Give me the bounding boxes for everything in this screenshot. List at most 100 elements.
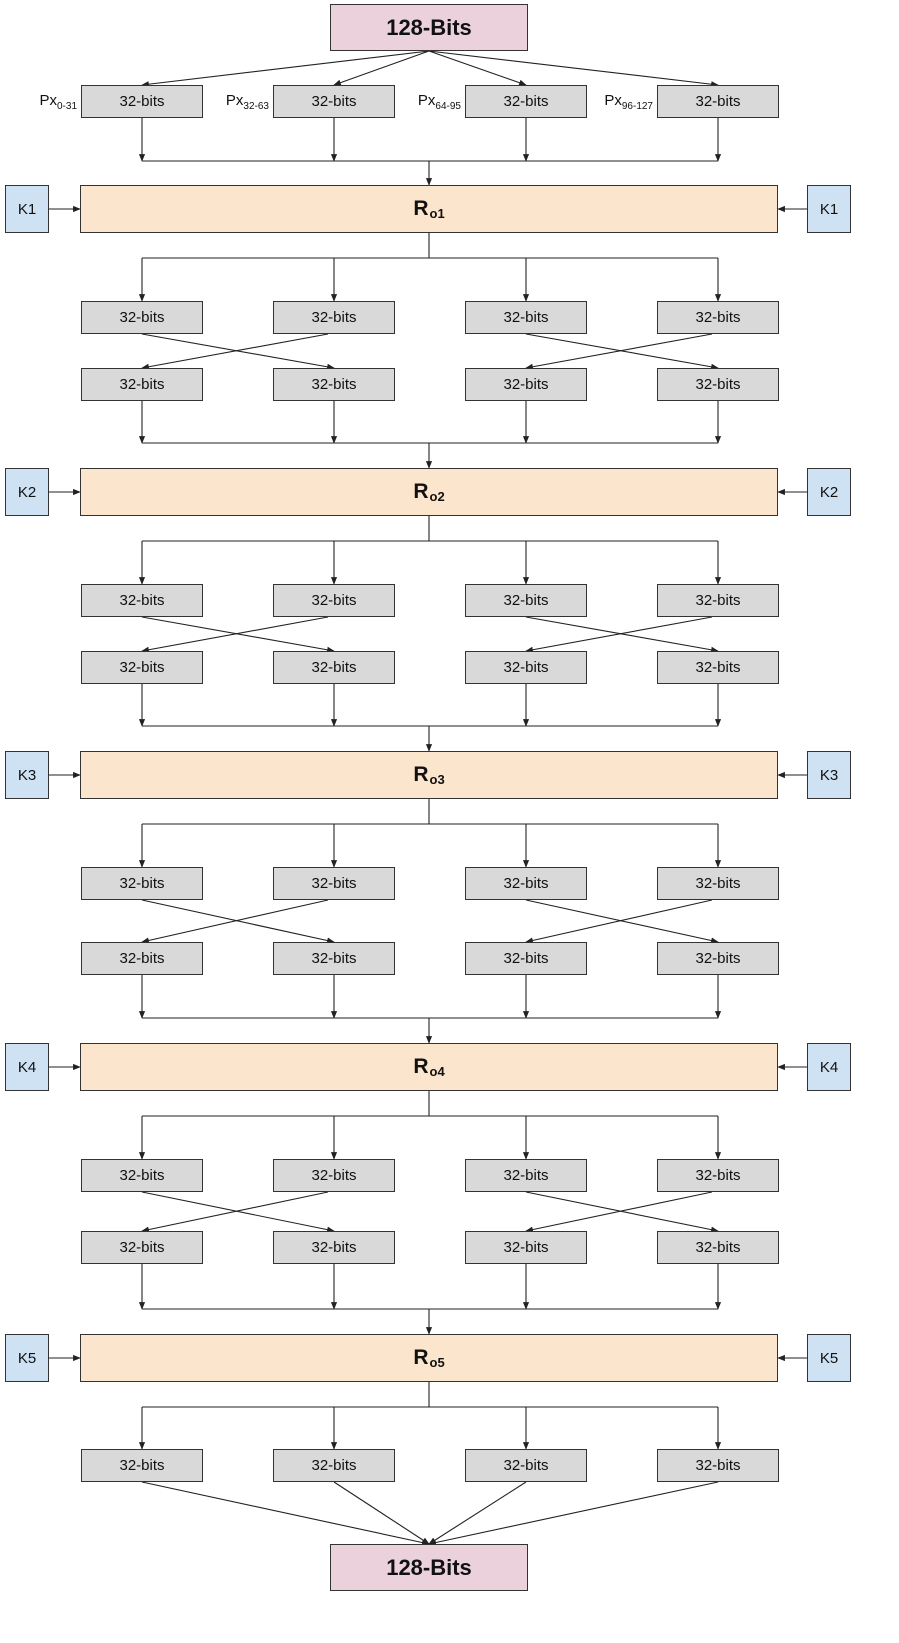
round3-swapped-block-1: 32-bits xyxy=(273,942,395,975)
round1-swapped-block-3: 32-bits xyxy=(657,368,779,401)
swap-cross-line xyxy=(525,899,719,944)
round1-output-block-1: 32-bits xyxy=(273,301,395,334)
swap-cross-line xyxy=(525,1191,719,1233)
round-symbol: R xyxy=(413,480,429,503)
partition-label-3: Px96-127 xyxy=(604,92,653,112)
round-key-left-5: K5 xyxy=(5,1334,49,1382)
round3-swapped-block-0: 32-bits xyxy=(81,942,203,975)
round1-output-block-3: 32-bits xyxy=(657,301,779,334)
input-block-128-bits: 128-Bits xyxy=(330,4,528,51)
swap-cross-line xyxy=(141,899,329,944)
round-index: o5 xyxy=(429,1354,445,1370)
split-line xyxy=(333,50,430,86)
round2-swapped-block-2: 32-bits xyxy=(465,651,587,684)
round2-output-block-0: 32-bits xyxy=(81,584,203,617)
round-symbol: R xyxy=(413,1055,429,1078)
partition-label-0: Px0-31 xyxy=(39,92,77,112)
round1-output-block-2: 32-bits xyxy=(465,301,587,334)
output-block-128-bits: 128-Bits xyxy=(330,1544,528,1591)
round-key-left-2: K2 xyxy=(5,468,49,516)
round2-output-block-2: 32-bits xyxy=(465,584,587,617)
round1-output-block-0: 32-bits xyxy=(81,301,203,334)
partition-block-2: 32-bits xyxy=(465,85,587,118)
round-key-left-4: K4 xyxy=(5,1043,49,1091)
swap-cross-line xyxy=(141,1191,329,1233)
partition-prefix: Px xyxy=(39,92,57,109)
combine-line xyxy=(333,1481,430,1545)
round-key-left-1: K1 xyxy=(5,185,49,233)
partition-prefix: Px xyxy=(417,92,436,109)
final-block-3: 32-bits xyxy=(657,1449,779,1482)
final-block-1: 32-bits xyxy=(273,1449,395,1482)
round3-output-block-0: 32-bits xyxy=(81,867,203,900)
partition-prefix: Px xyxy=(225,92,244,109)
round3-output-block-3: 32-bits xyxy=(657,867,779,900)
split-line xyxy=(428,50,527,86)
swap-cross-line xyxy=(525,333,713,370)
partition-block-1: 32-bits xyxy=(273,85,395,118)
round2-output-block-3: 32-bits xyxy=(657,584,779,617)
round-key-right-2: K2 xyxy=(807,468,851,516)
round2-swapped-block-1: 32-bits xyxy=(273,651,395,684)
split-line xyxy=(141,50,430,88)
swap-cross-line xyxy=(141,899,335,944)
round4-swapped-block-2: 32-bits xyxy=(465,1231,587,1264)
round3-swapped-block-3: 32-bits xyxy=(657,942,779,975)
round4-output-block-1: 32-bits xyxy=(273,1159,395,1192)
round-key-right-1: K1 xyxy=(807,185,851,233)
partition-prefix: Px xyxy=(604,92,622,109)
partition-range: 32-63 xyxy=(243,101,269,112)
swap-cross-line xyxy=(525,616,713,653)
round4-swapped-block-0: 32-bits xyxy=(81,1231,203,1264)
round-index: o3 xyxy=(429,771,445,787)
partition-block-3: 32-bits xyxy=(657,85,779,118)
swap-cross-line xyxy=(141,333,329,370)
round-index: o1 xyxy=(429,205,445,221)
round-index: o2 xyxy=(429,488,445,504)
combine-line xyxy=(141,1481,430,1546)
partition-block-0: 32-bits xyxy=(81,85,203,118)
swap-cross-line xyxy=(525,899,713,944)
round4-output-block-2: 32-bits xyxy=(465,1159,587,1192)
round-symbol: R xyxy=(413,197,429,220)
round3-output-block-1: 32-bits xyxy=(273,867,395,900)
round3-output-block-2: 32-bits xyxy=(465,867,587,900)
combine-line xyxy=(428,1481,719,1546)
round1-swapped-block-2: 32-bits xyxy=(465,368,587,401)
round-key-left-3: K3 xyxy=(5,751,49,799)
swap-cross-line xyxy=(525,1191,713,1233)
partition-label-2: Px64-95 xyxy=(418,92,461,112)
final-block-2: 32-bits xyxy=(465,1449,587,1482)
round-key-right-5: K5 xyxy=(807,1334,851,1382)
partition-range: 96-127 xyxy=(621,101,653,112)
combine-line xyxy=(428,1481,527,1545)
round2-output-block-1: 32-bits xyxy=(273,584,395,617)
final-block-0: 32-bits xyxy=(81,1449,203,1482)
round4-output-block-3: 32-bits xyxy=(657,1159,779,1192)
round2-swapped-block-3: 32-bits xyxy=(657,651,779,684)
partition-label-1: Px32-63 xyxy=(226,92,269,112)
swap-cross-line xyxy=(141,616,329,653)
partition-range: 0-31 xyxy=(56,101,77,112)
round-key-right-3: K3 xyxy=(807,751,851,799)
round-symbol: R xyxy=(413,1346,429,1369)
round-index: o4 xyxy=(429,1063,445,1079)
round1-swapped-block-0: 32-bits xyxy=(81,368,203,401)
round2-swapped-block-0: 32-bits xyxy=(81,651,203,684)
round4-swapped-block-3: 32-bits xyxy=(657,1231,779,1264)
round4-swapped-block-1: 32-bits xyxy=(273,1231,395,1264)
round-symbol: R xyxy=(413,763,429,786)
round3-swapped-block-2: 32-bits xyxy=(465,942,587,975)
swap-cross-line xyxy=(141,1191,335,1233)
round4-output-block-0: 32-bits xyxy=(81,1159,203,1192)
round-key-right-4: K4 xyxy=(807,1043,851,1091)
partition-range: 64-95 xyxy=(435,101,461,112)
round1-swapped-block-1: 32-bits xyxy=(273,368,395,401)
